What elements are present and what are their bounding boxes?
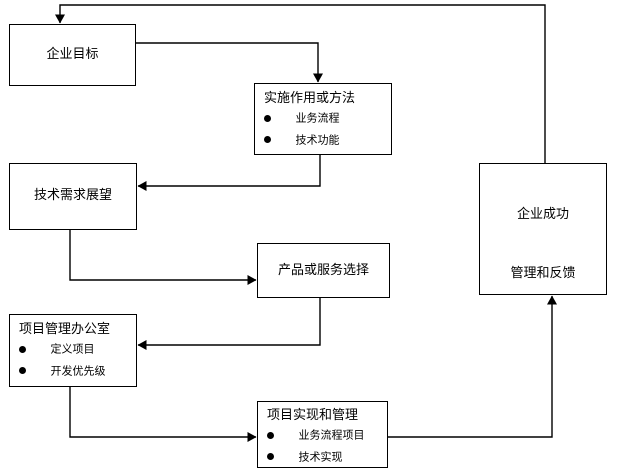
node-enterprise-goal[interactable]: 企业目标 [9, 24, 136, 86]
edge-product-service-to-pmo [137, 298, 321, 350]
node-project-impl[interactable]: 项目实现和管理 业务流程项目 技术实现 [257, 401, 388, 468]
bullet-dot-icon [264, 114, 271, 122]
node-implementation-title: 实施作用或方法 [264, 91, 356, 106]
list-item: 开发优先级 [10, 360, 136, 382]
node-tech-demand-title: 技术需求展望 [33, 188, 112, 203]
node-project-impl-title: 项目实现和管理 [267, 408, 359, 423]
bullet-dot-icon [19, 367, 26, 374]
list-item: 业务流程项目 [258, 424, 387, 446]
bullet-dot-icon [19, 345, 26, 353]
list-item: 技术实现 [258, 446, 387, 468]
edge-pmo-to-project-impl [69, 387, 257, 442]
bullet-label: 技术实现 [298, 450, 343, 463]
bullet-dot-icon [267, 431, 274, 439]
node-project-impl-bullets: 业务流程项目 技术实现 [258, 424, 387, 467]
bullet-label: 技术功能 [295, 133, 340, 146]
node-tech-demand[interactable]: 技术需求展望 [9, 163, 137, 230]
node-pmo-bullets: 定义项目 开发优先级 [10, 338, 136, 381]
list-item: 业务流程 [255, 107, 391, 129]
bullet-label: 业务流程项目 [298, 428, 365, 442]
list-item: 技术功能 [255, 129, 391, 151]
bullet-dot-icon [267, 453, 274, 460]
node-implementation-bullets: 业务流程 技术功能 [255, 107, 391, 150]
node-enterprise-goal-title: 企业目标 [46, 47, 99, 62]
bullet-label: 开发优先级 [50, 364, 106, 377]
edge-implementation-to-tech-demand [137, 155, 321, 191]
node-enterprise-success-title-line2: 管理和反馈 [510, 266, 576, 281]
edge-tech-demand-to-product-service [69, 230, 257, 285]
node-enterprise-success[interactable]: 企业成功 管理和反馈 [479, 163, 607, 295]
node-pmo-title: 项目管理办公室 [19, 322, 111, 337]
node-product-service-title: 产品或服务选择 [277, 263, 369, 278]
bullet-label: 定义项目 [50, 342, 95, 356]
edge-goal-to-implementation [136, 42, 323, 83]
node-pmo[interactable]: 项目管理办公室 定义项目 开发优先级 [9, 314, 137, 387]
edge-project-impl-to-success [388, 295, 557, 438]
node-enterprise-success-title-line1: 企业成功 [516, 207, 569, 222]
node-product-service[interactable]: 产品或服务选择 [257, 243, 390, 298]
bullet-label: 业务流程 [295, 111, 340, 125]
list-item: 定义项目 [10, 338, 136, 360]
bullet-dot-icon [264, 136, 271, 143]
node-implementation[interactable]: 实施作用或方法 业务流程 技术功能 [254, 83, 392, 155]
edge-success-to-goal [55, 4, 546, 163]
